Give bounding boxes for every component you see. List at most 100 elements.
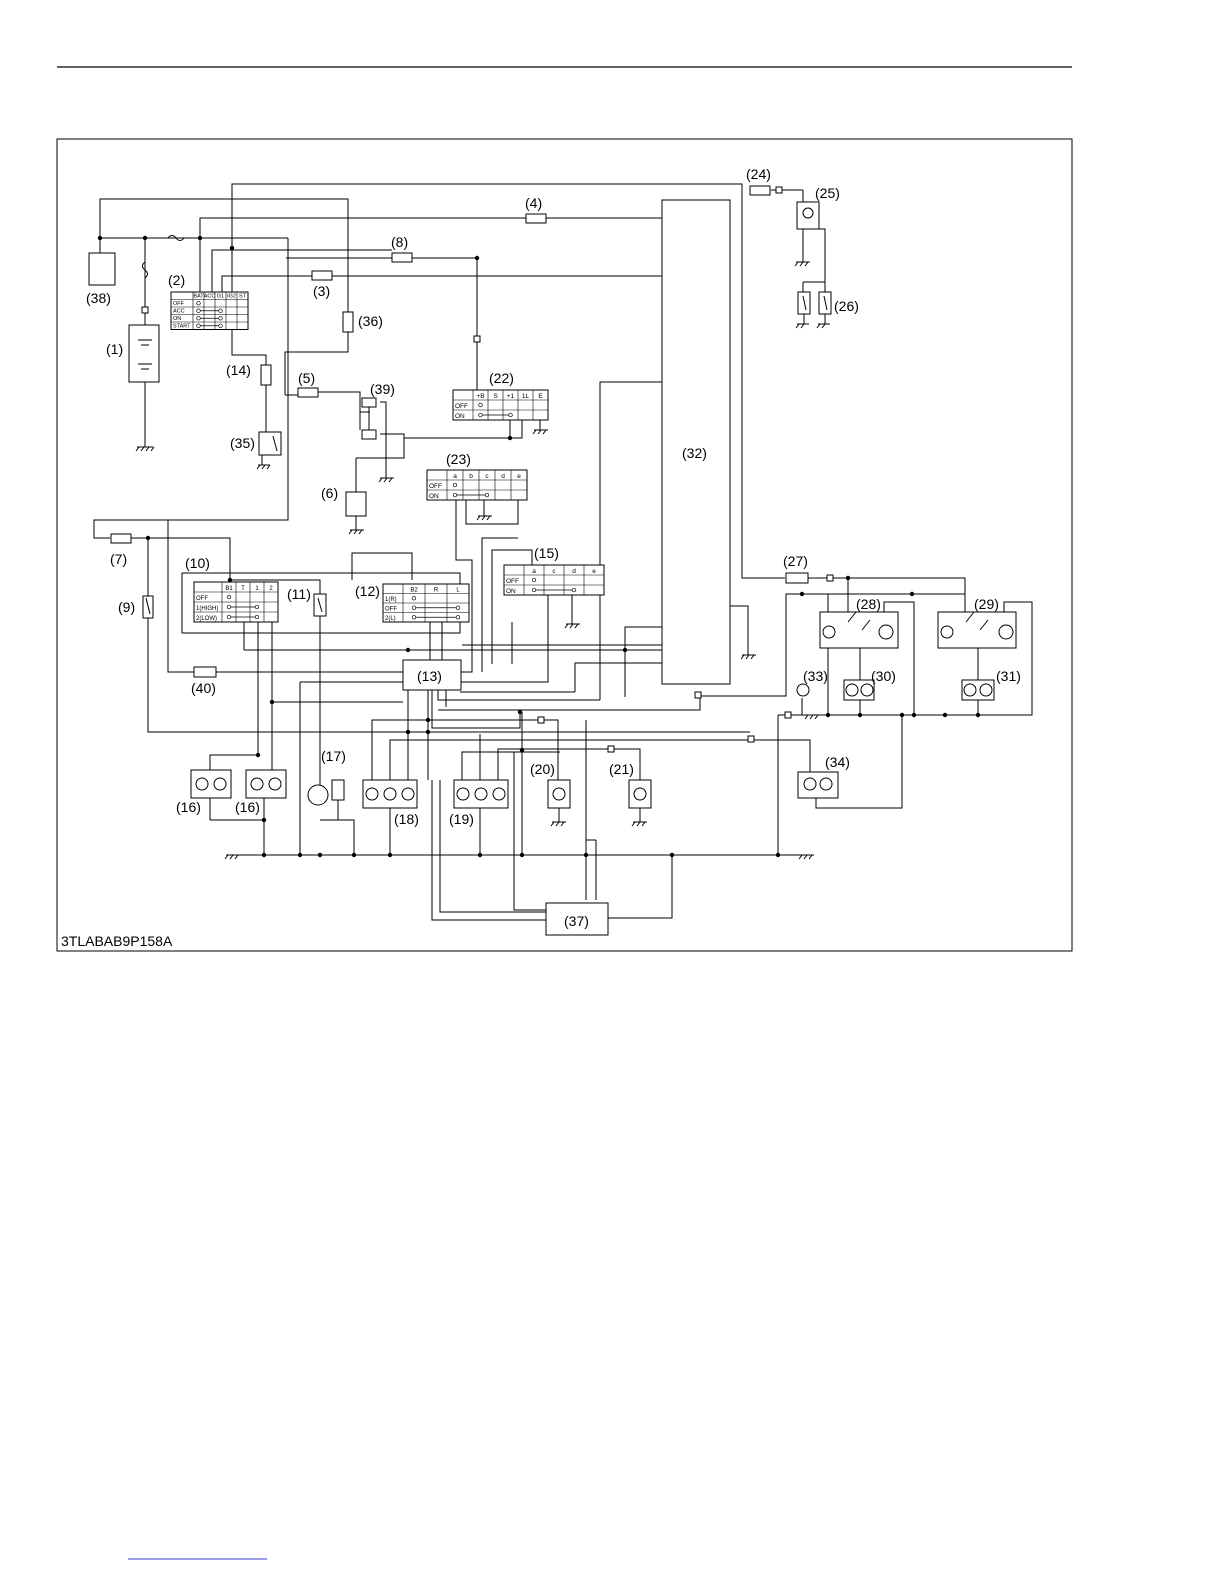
component-40 (193, 666, 217, 678)
contact-point (508, 412, 513, 418)
label-30: (30) (871, 668, 896, 684)
table-row-label: 1(R) (385, 597, 397, 603)
controller-37 (545, 902, 609, 936)
label-36: (36) (358, 313, 383, 329)
table-row-label: OFF (173, 301, 185, 307)
component-24 (749, 185, 771, 196)
contact-point (196, 323, 201, 328)
label-24: (24) (746, 166, 771, 182)
contact-point (226, 614, 232, 620)
label-34: (34) (825, 754, 850, 770)
fusible-link (167, 235, 185, 241)
table-column-header: ST (239, 294, 247, 300)
contact-point (411, 596, 417, 601)
component-39a (361, 397, 377, 408)
label-37: (37) (564, 913, 589, 929)
label-29: (29) (974, 596, 999, 612)
ground-symbols (135, 261, 830, 860)
table-row-label: 2(L) (385, 616, 396, 622)
contact-point (452, 492, 458, 498)
table-column-header: d (572, 568, 576, 575)
table-row-label: START (173, 324, 191, 330)
component-3 (311, 270, 333, 281)
label-15: (15) (534, 545, 559, 561)
table-column-header: BAT (193, 294, 204, 300)
table-column-header: e (517, 473, 521, 480)
table-row-label: OFF (429, 483, 442, 490)
label-3: (3) (313, 283, 330, 299)
table-row-label: 2(LOW) (196, 616, 217, 622)
fusible-link (142, 261, 148, 279)
horn-17 (307, 784, 329, 806)
table-column-header: b (469, 473, 473, 480)
label-27: (27) (783, 553, 808, 569)
table-row-label: 1(HIGH) (196, 606, 218, 612)
table-row-label: ON (506, 588, 516, 595)
component-labels: (38) (1) (2) (3) (4) (8) (24) (25) (26) … (61, 166, 1021, 949)
label-9: (9) (118, 599, 135, 615)
component-6 (345, 491, 367, 517)
contact-point (226, 604, 232, 610)
table-column-header: S (493, 393, 498, 400)
label-8: (8) (391, 234, 408, 250)
component-5 (297, 387, 319, 398)
table-column-header: 1 (255, 586, 259, 592)
label-13: (13) (417, 668, 442, 684)
label-16b: (16) (235, 799, 260, 815)
contact-point (452, 482, 458, 488)
table-column-header: L (456, 588, 460, 594)
contact-point (196, 301, 201, 306)
contact-point (218, 316, 223, 321)
flasher-unit-13 (402, 659, 462, 691)
contact-point (218, 323, 223, 328)
contact-point (254, 604, 260, 610)
label-21: (21) (609, 761, 634, 777)
table-column-header: +1 (507, 393, 515, 400)
label-11: (11) (287, 586, 311, 602)
wires (93, 183, 1033, 921)
label-14: (14) (226, 362, 251, 378)
table-row-label: OFF (506, 578, 519, 585)
table-column-header: a (453, 473, 457, 480)
table-column-header: d (501, 473, 505, 480)
contact-point (411, 605, 417, 610)
table-column-header: B1 (225, 586, 233, 592)
table-row-label: OFF (385, 607, 397, 613)
contact-point (411, 615, 417, 620)
contact-point (196, 316, 201, 321)
contact-point (196, 308, 201, 313)
contact-point (531, 587, 537, 593)
component-4 (525, 213, 547, 224)
label-4: (4) (525, 195, 542, 211)
table-column-header: G1 (217, 294, 224, 300)
label-40: (40) (191, 680, 216, 696)
contact-point (218, 308, 223, 313)
label-28: (28) (856, 596, 881, 612)
label-16a: (16) (176, 799, 201, 815)
label-7: (7) (110, 551, 127, 567)
table-column-header: ACC (204, 294, 216, 300)
label-38: (38) (86, 290, 111, 306)
label-2: (2) (168, 272, 185, 288)
table-column-header: a (532, 568, 536, 575)
contact-point (478, 402, 483, 408)
diode-17 (331, 779, 345, 801)
component-39b (361, 429, 377, 440)
label-1: (1) (106, 341, 123, 357)
component-36 (342, 311, 354, 333)
table-row-label: ON (173, 316, 181, 322)
label-23: (23) (446, 451, 471, 467)
table-column-header: B2 (410, 588, 418, 594)
control-unit-32 (661, 199, 731, 685)
relay-35 (258, 431, 282, 456)
component-7 (110, 533, 132, 544)
table-row-label: ACC (173, 309, 185, 315)
label-35: (35) (230, 435, 255, 451)
label-31: (31) (996, 668, 1021, 684)
component-27 (785, 572, 809, 584)
